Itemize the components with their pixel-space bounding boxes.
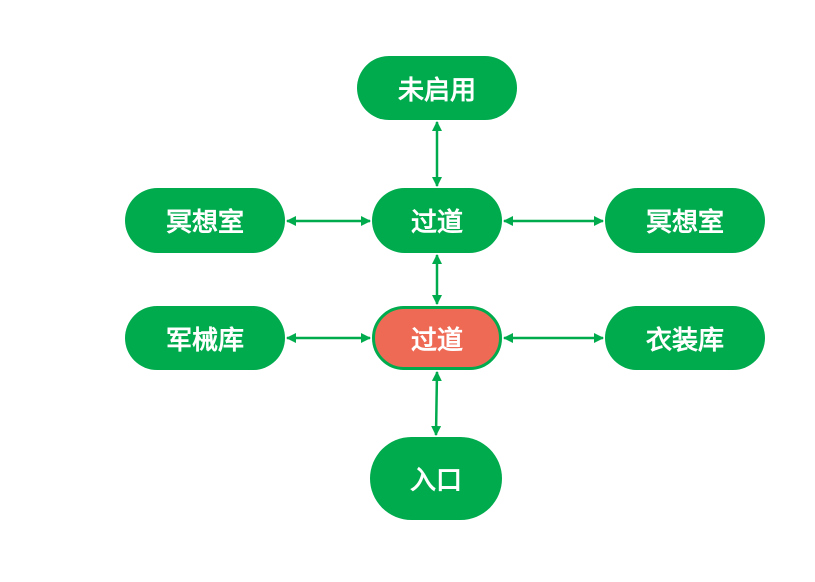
node-corridor-top: 过道 [372, 188, 502, 253]
node-unused: 未启用 [357, 56, 517, 120]
node-meditation-right: 冥想室 [605, 188, 765, 253]
node-armory: 军械库 [125, 306, 285, 370]
node-meditation-left: 冥想室 [125, 188, 285, 253]
node-corridor-current: 过道 [372, 306, 502, 370]
edge-corridor-entrance [431, 371, 442, 436]
node-entrance: 入口 [370, 437, 502, 520]
node-wardrobe: 衣装库 [605, 306, 765, 370]
